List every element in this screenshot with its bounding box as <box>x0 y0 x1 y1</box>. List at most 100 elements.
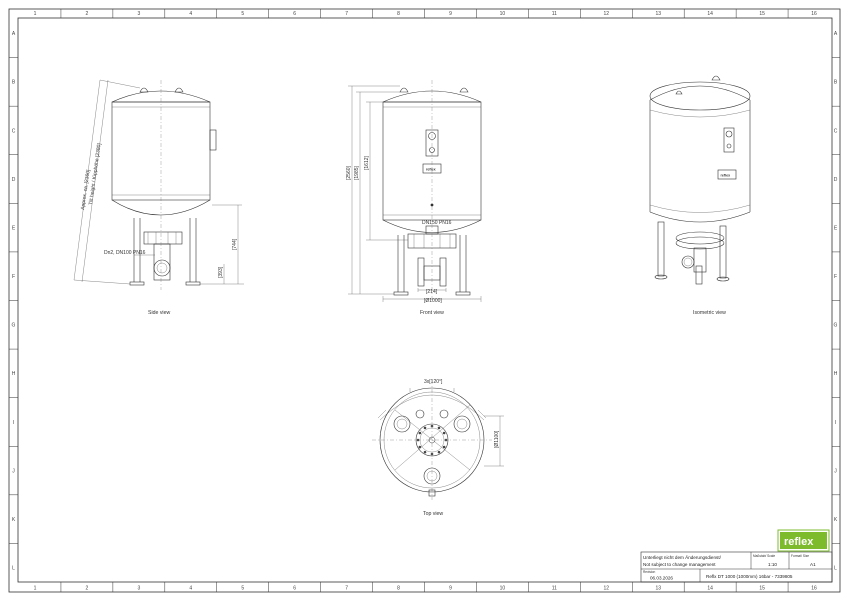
grid-row-label: D <box>12 177 16 183</box>
grid-column-label: 9 <box>449 11 452 17</box>
grid-column-label: 6 <box>293 11 296 17</box>
front-dim-mid: [1985] <box>354 165 360 180</box>
grid-column-label: 4 <box>189 586 192 592</box>
front-dim-inner: [1612] <box>364 155 370 170</box>
grid-row-label: E <box>12 225 16 231</box>
grid-row-label: G <box>834 323 838 329</box>
grid-row-label: D <box>834 177 838 183</box>
grid-column-label: 6 <box>293 586 296 592</box>
grid-row-label: E <box>834 225 838 231</box>
note-en: Not subject to change management <box>643 562 716 567</box>
revision-date: 06.03.2026 <box>650 576 673 581</box>
top-view: 3x[120°] [Ø1100] Top view <box>372 379 504 517</box>
grid-column-label: 7 <box>345 11 348 17</box>
drawing-description: Reflx DT 1000 (1000mm) 16bar - 7339805 <box>706 574 793 579</box>
top-dim-angle: 3x[120°] <box>424 379 443 385</box>
grid-row-label: K <box>12 517 16 523</box>
title-block-logo: reflex <box>784 536 814 548</box>
flange-bolt <box>418 431 422 435</box>
grid-row-label: C <box>12 128 16 134</box>
front-dim-total: [2560] <box>346 165 352 180</box>
grid-column-label: 10 <box>500 11 506 17</box>
revision-label: Revision <box>643 570 655 574</box>
inner-frame <box>17 17 833 583</box>
flange-bolt <box>423 450 427 454</box>
front-flange-label: DN150 PN16 <box>422 220 452 226</box>
isometric-view: reflex Isometric view <box>649 75 751 316</box>
grid-column-label: 16 <box>811 586 817 592</box>
front-logo-plate: reflex <box>426 168 436 172</box>
grid-row-label: L <box>834 566 837 572</box>
title-block: reflex Unterliegt nicht dem Änderungsdie… <box>640 529 833 583</box>
front-view: reflex [2560] [1985] [1612] DN150 <box>346 80 482 316</box>
grid-row-label: J <box>12 468 15 474</box>
grid-column-label: 8 <box>397 586 400 592</box>
grid-column-label: 1 <box>34 11 37 17</box>
side-view-title: Side view <box>148 310 170 316</box>
note-de: Unterliegt nicht dem Änderungsdienst/ <box>643 554 722 560</box>
grid-column-label: 1 <box>34 586 37 592</box>
grid-column-label: 2 <box>86 586 89 592</box>
front-dim-214: [214] <box>426 289 438 295</box>
grid-column-label: 12 <box>604 11 610 17</box>
grid-column-label: 13 <box>655 11 661 17</box>
front-dim-width: [Ø1000] <box>424 298 442 304</box>
grid-column-label: 14 <box>707 586 713 592</box>
grid-column-label: 5 <box>241 586 244 592</box>
grid-column-label: 9 <box>449 586 452 592</box>
iso-logo-plate: reflex <box>721 174 731 178</box>
grid-row-label: B <box>12 80 16 86</box>
grid-row-label: K <box>834 517 838 523</box>
grid-column-label: 10 <box>500 586 506 592</box>
side-dim-393: [393] <box>218 266 224 278</box>
top-dim-side: [Ø1100] <box>494 430 500 448</box>
side-dim-approx: Approx. ca. [2360] <box>80 169 92 211</box>
side-dim-744: [744] <box>232 238 238 250</box>
grid-row-label: F <box>834 274 837 280</box>
grid-column-label: 13 <box>655 586 661 592</box>
grid-column-label: 4 <box>189 11 192 17</box>
side-view: Approx. ca. [2360] Tilt height / Kipphöh… <box>73 79 244 316</box>
grid-column-label: 11 <box>552 11 557 17</box>
scale-label: Maßstab/ Scale <box>753 554 775 558</box>
grid-column-label: 15 <box>759 586 765 592</box>
grid-column-label: 3 <box>137 586 140 592</box>
top-view-title: Top view <box>423 511 443 517</box>
grid-row-label: A <box>12 31 16 37</box>
flange-bolt <box>442 445 446 449</box>
grid-column-label: 8 <box>397 11 400 17</box>
format-value: A1 <box>810 562 816 567</box>
grid-row-label: I <box>13 420 14 426</box>
grid-column-label: 12 <box>604 586 610 592</box>
grid-row-label: B <box>834 80 838 86</box>
iso-view-title: Isometric view <box>693 310 726 316</box>
grid-column-label: 7 <box>345 586 348 592</box>
grid-row-label: H <box>834 371 838 377</box>
grid-row-label: H <box>12 371 16 377</box>
format-label: Format/ Size <box>791 554 809 558</box>
grid-column-label: 11 <box>552 586 557 592</box>
grid-column-label: 16 <box>811 11 817 17</box>
flange-bolt <box>418 445 422 449</box>
grid-column-label: 15 <box>759 11 765 17</box>
grid-row-label: L <box>12 566 15 572</box>
grid-row-label: G <box>12 323 16 329</box>
grid-row-label: I <box>835 420 836 426</box>
front-view-title: Front view <box>420 310 444 316</box>
flange-bolt <box>437 450 441 454</box>
grid-row-label: A <box>834 31 838 37</box>
grid-row-label: J <box>834 468 837 474</box>
scale-value: 1:10 <box>768 562 777 567</box>
grid-row-label: F <box>12 274 15 280</box>
grid-column-label: 2 <box>86 11 89 17</box>
side-flange-label: Dn2, DN100 PN16 <box>104 250 146 256</box>
grid-marks: 1122334455667788991010111112121313141415… <box>9 9 840 592</box>
flange-bolt <box>437 426 441 430</box>
grid-column-label: 14 <box>707 11 713 17</box>
grid-column-label: 3 <box>137 11 140 17</box>
flange-bolt <box>442 431 446 435</box>
flange-bolt <box>423 426 427 430</box>
grid-column-label: 5 <box>241 11 244 17</box>
grid-row-label: C <box>834 128 838 134</box>
